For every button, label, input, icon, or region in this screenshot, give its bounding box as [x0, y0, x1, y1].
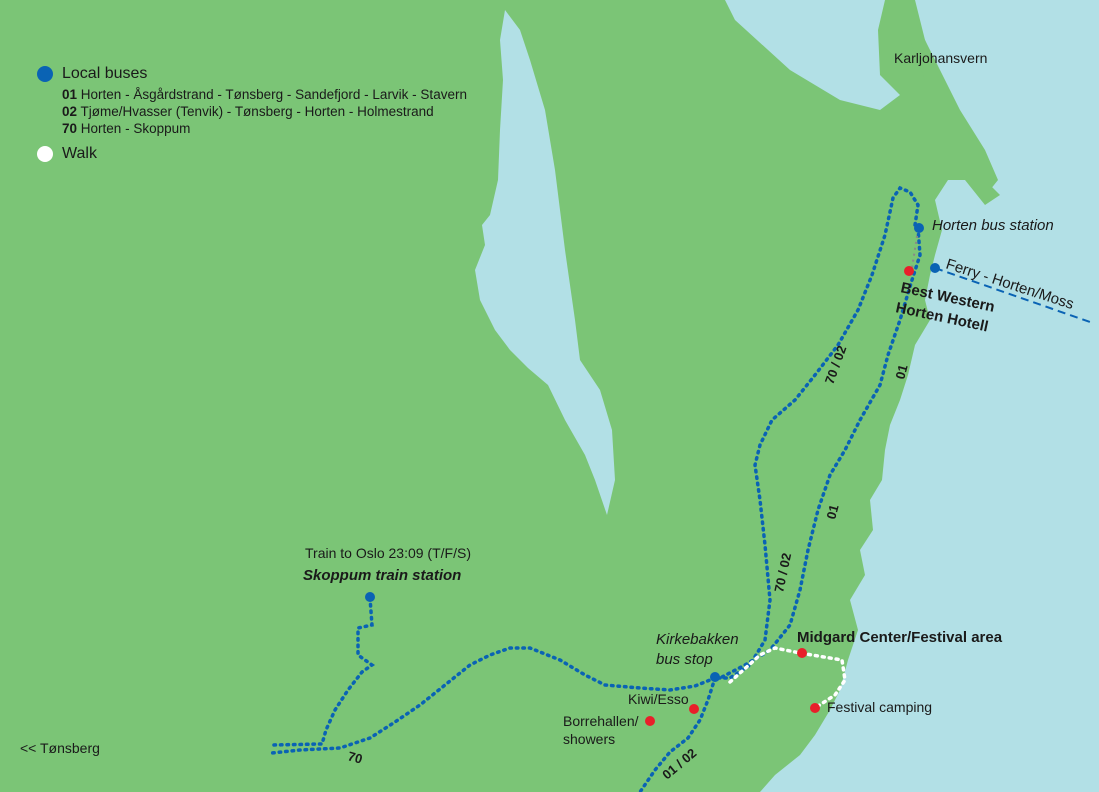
- legend-route-01-desc: Horten - Åsgårdstrand - Tønsberg - Sande…: [80, 87, 467, 102]
- kirkebakken-label-2: bus stop: [656, 651, 713, 668]
- borrehallen-label-2: showers: [563, 731, 616, 747]
- skoppum-marker[interactable]: [365, 592, 375, 602]
- kirkebakken-marker[interactable]: [710, 672, 720, 682]
- legend-route-02: 02 Tjøme/Hvasser (Tenvik) - Tønsberg - H…: [62, 104, 434, 119]
- route-label-70: 70: [346, 748, 364, 766]
- kirkebakken-label-1: Kirkebakken: [656, 631, 739, 648]
- kiwi-label: Kiwi/Esso: [628, 691, 689, 707]
- legend-route-70: 70 Horten - Skoppum: [62, 121, 190, 136]
- tonsberg-label: << Tønsberg: [20, 740, 100, 756]
- horten-bus-station-marker[interactable]: [914, 223, 924, 233]
- kiwi-marker[interactable]: [689, 704, 699, 714]
- legend-route-01-num: 01: [62, 87, 78, 102]
- route-01-02: [638, 676, 717, 792]
- ferry-line: [934, 267, 1091, 323]
- legend-route-01: 01 Horten - Åsgårdstrand - Tønsberg - Sa…: [62, 87, 467, 102]
- route-70-02: [713, 185, 920, 680]
- land-mass: [0, 0, 1000, 792]
- route-70: [270, 646, 717, 755]
- borrehallen-marker[interactable]: [645, 716, 655, 726]
- legend-bus-title: Local buses: [62, 65, 148, 82]
- route-01: [718, 226, 922, 680]
- horten-bus-station-label: Horten bus station: [932, 217, 1054, 234]
- legend-walk-dot: [37, 146, 53, 162]
- festival-camping-label: Festival camping: [827, 699, 933, 715]
- midgard-label: Midgard Center/Festival area: [797, 629, 1003, 646]
- legend-route-02-num: 02: [62, 104, 78, 119]
- festival-camping-marker[interactable]: [810, 703, 820, 713]
- midgard-marker[interactable]: [797, 648, 807, 658]
- lake-borrevannet: [475, 10, 615, 515]
- route-label-01-upper: 01: [892, 363, 910, 381]
- legend-bus-dot: [37, 66, 53, 82]
- train-note-label: Train to Oslo 23:09 (T/F/S): [305, 545, 471, 561]
- skoppum-label: Skoppum train station: [303, 567, 462, 584]
- legend-route-02-desc: Tjøme/Hvasser (Tenvik) - Tønsberg - Hort…: [80, 104, 434, 119]
- ferry-marker[interactable]: [930, 263, 940, 273]
- hotel-marker[interactable]: [904, 266, 914, 276]
- legend-route-70-desc: Horten - Skoppum: [80, 121, 191, 136]
- walk-path: [728, 646, 847, 710]
- legend-walk-title: Walk: [62, 145, 97, 162]
- route-label-01-lower: 01: [823, 503, 841, 521]
- karljohansvern-peninsula: [905, 0, 998, 190]
- borrehallen-label-1: Borrehallen/: [563, 713, 639, 729]
- connector: [911, 229, 919, 269]
- legend-route-70-num: 70: [62, 121, 78, 136]
- karljohansvern-label: Karljohansvern: [894, 50, 988, 66]
- route-70-spur: [270, 596, 376, 747]
- sea-bay: [990, 185, 1099, 200]
